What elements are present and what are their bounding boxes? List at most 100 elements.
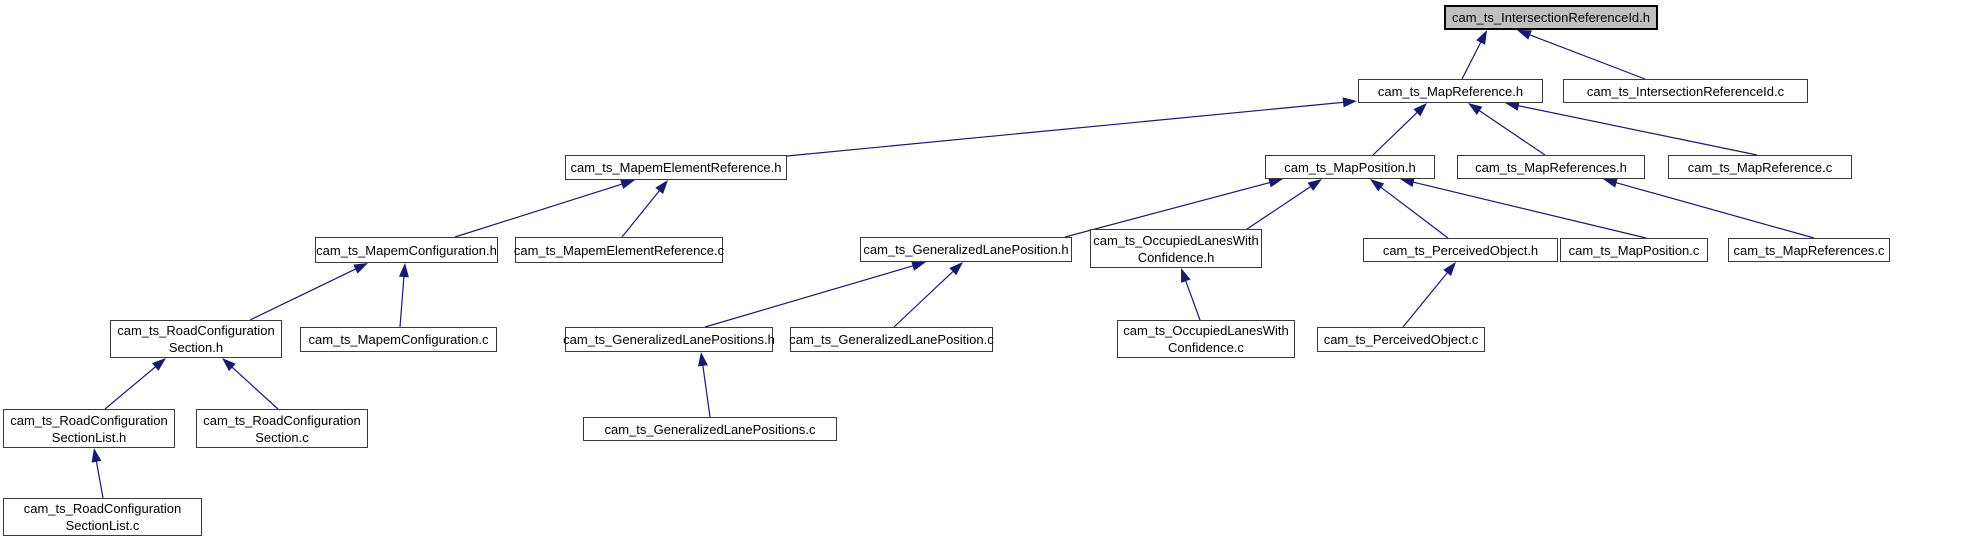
arrowhead-cam_ts_GeneralizedLanePosition_h--cam_ts_MapPosition_h [1268,177,1283,188]
edge-cam_ts_MapemElementReference_c--cam_ts_MapemElementReference_h [621,186,663,238]
node-label-line: cam_ts_RoadConfiguration [203,412,361,428]
edge-cam_ts_MapReference_h--cam_ts_IntersectionReferenceId_h [1461,37,1484,80]
node-label-line: SectionList.c [65,518,140,533]
node-label-line: cam_ts_MapemElementReference.h [570,160,782,175]
node-label-line: cam_ts_PerceivedObject.h [1382,242,1539,258]
node-label-line: cam_ts_OccupiedLanesWith [1093,232,1259,248]
edge-cam_ts_IntersectionReferenceId_c--cam_ts_IntersectionReferenceId_h [1525,32,1646,80]
node-cam_ts_MapemElementReference_c[interactable]: cam_ts_MapemElementReference.c [513,237,725,263]
arrowhead-cam_ts_MapReferences_c--cam_ts_MapReferences_h [1603,177,1618,188]
edge-cam_ts_OccupiedLanesWithConfidence_h--cam_ts_MapPosition_h [1246,183,1315,230]
arrowhead-cam_ts_MapemConfiguration_h--cam_ts_MapemElementReference_h [620,179,635,189]
arrowhead-cam_ts_RoadConfigurationSection_h--cam_ts_MapemConfiguration_h [353,263,368,274]
node-cam_ts_MapPosition_h[interactable]: cam_ts_MapPosition.h [1265,155,1435,179]
node-cam_ts_GeneralizedLanePositions_c[interactable]: cam_ts_GeneralizedLanePositions.c [583,417,837,441]
edge-cam_ts_MapReferences_h--cam_ts_MapReference_h [1475,107,1546,156]
arrowhead-cam_ts_GeneralizedLanePositions_h--cam_ts_GeneralizedLanePosition_h [911,261,926,271]
node-cam_ts_GeneralizedLanePosition_c[interactable]: cam_ts_GeneralizedLanePosition.c [789,327,994,352]
edge-cam_ts_MapemConfiguration_c--cam_ts_MapemConfiguration_h [399,271,405,328]
node-cam_ts_PerceivedObject_c[interactable]: cam_ts_PerceivedObject.c [1317,327,1485,352]
node-label-line: cam_ts_MapPosition.c [1568,242,1700,258]
arrowhead-cam_ts_OccupiedLanesWithConfidence_h--cam_ts_MapPosition_h [1307,179,1322,191]
arrowhead-cam_ts_MapPosition_c--cam_ts_MapPosition_h [1400,177,1415,188]
node-cam_ts_IntersectionReferenceId_c[interactable]: cam_ts_IntersectionReferenceId.c [1563,79,1808,103]
node-label-line: cam_ts_OccupiedLanesWith [1123,323,1289,338]
node-cam_ts_IntersectionReferenceId_h: cam_ts_IntersectionReferenceId.h [1444,5,1658,30]
arrowhead-cam_ts_MapemConfiguration_c--cam_ts_MapemConfiguration_h [398,263,409,278]
node-label-line: Confidence.c [1168,340,1244,355]
node-label-line: cam_ts_MapReferences.h [1475,159,1627,175]
node-label-line: cam_ts_PerceivedObject.c [1323,332,1479,347]
arrowhead-cam_ts_MapPosition_h--cam_ts_MapReference_h [1413,103,1427,117]
edge-cam_ts_RoadConfigurationSectionList_c--cam_ts_RoadConfigurationSectionList_h [95,456,104,499]
node-label-line: cam_ts_MapReferences.c [1733,242,1885,258]
edge-cam_ts_GeneralizedLanePositions_h--cam_ts_GeneralizedLanePosition_h [704,263,918,328]
node-label-line: cam_ts_GeneralizedLanePositions.h [563,332,775,347]
node-cam_ts_MapReference_c[interactable]: cam_ts_MapReference.c [1668,155,1852,179]
arrowhead-cam_ts_MapemElementReference_h--cam_ts_MapReference_h [1342,97,1357,108]
arrowhead-cam_ts_RoadConfigurationSectionList_h--cam_ts_RoadConfigurationSection_h [152,358,166,371]
node-label-line: cam_ts_RoadConfiguration [117,323,275,338]
node-cam_ts_MapReferences_h[interactable]: cam_ts_MapReferences.h [1457,155,1645,179]
edge-cam_ts_MapemElementReference_h--cam_ts_MapReference_h [786,101,1349,157]
node-label-line: cam_ts_MapPosition.h [1284,159,1416,175]
node-label-line: cam_ts_MapReference.h [1377,83,1524,99]
node-label-line: cam_ts_IntersectionReferenceId.h [1452,10,1650,25]
node-cam_ts_MapemElementReference_h[interactable]: cam_ts_MapemElementReference.h [565,155,787,180]
node-label-line: cam_ts_MapemConfiguration.h [316,242,497,258]
node-cam_ts_GeneralizedLanePositions_h[interactable]: cam_ts_GeneralizedLanePositions.h [563,327,775,352]
edge-cam_ts_OccupiedLanesWithConfidence_c--cam_ts_OccupiedLanesWithConfidence_h [1183,276,1201,321]
arrowhead-cam_ts_MapReferences_h--cam_ts_MapReference_h [1468,103,1483,115]
edge-cam_ts_RoadConfigurationSection_c--cam_ts_RoadConfigurationSection_h [228,363,279,410]
node-cam_ts_MapReference_h[interactable]: cam_ts_MapReference.h [1358,79,1543,103]
arrowhead-cam_ts_MapReference_h--cam_ts_IntersectionReferenceId_h [1476,30,1487,45]
node-label-line: cam_ts_MapemElementReference.c [513,242,725,258]
node-cam_ts_GeneralizedLanePosition_h[interactable]: cam_ts_GeneralizedLanePosition.h [860,237,1072,262]
edge-cam_ts_GeneralizedLanePosition_h--cam_ts_MapPosition_h [1064,180,1275,238]
edge-cam_ts_MapPosition_h--cam_ts_MapReference_h [1372,108,1421,156]
arrowhead-cam_ts_RoadConfigurationSection_c--cam_ts_RoadConfigurationSection_h [222,358,236,372]
arrowhead-cam_ts_MapReference_c--cam_ts_MapReference_h [1505,100,1520,111]
node-label-line: Section.c [255,429,309,445]
arrowhead-cam_ts_OccupiedLanesWithConfidence_c--cam_ts_OccupiedLanesWithConfidence_h [1181,268,1191,283]
node-label-line: cam_ts_MapemConfiguration.c [308,332,489,347]
arrowhead-cam_ts_PerceivedObject_h--cam_ts_MapPosition_h [1370,179,1385,192]
node-label-line: cam_ts_MapReference.c [1687,159,1833,175]
arrowhead-cam_ts_GeneralizedLanePositions_c--cam_ts_GeneralizedLanePositions_h [697,352,708,367]
node-cam_ts_MapemConfiguration_c[interactable]: cam_ts_MapemConfiguration.c [300,327,497,352]
arrowhead-cam_ts_GeneralizedLanePosition_c--cam_ts_GeneralizedLanePosition_h [949,262,963,276]
edge-cam_ts_MapemConfiguration_h--cam_ts_MapemElementReference_h [454,182,627,238]
node-label-line: cam_ts_RoadConfiguration [10,412,168,428]
node-cam_ts_MapPosition_c[interactable]: cam_ts_MapPosition.c [1560,238,1708,262]
arrowhead-cam_ts_MapemElementReference_c--cam_ts_MapemElementReference_h [655,180,668,195]
node-label-line: cam_ts_GeneralizedLanePosition.h [863,242,1069,257]
node-cam_ts_MapReferences_c[interactable]: cam_ts_MapReferences.c [1728,238,1890,262]
node-label-line: cam_ts_GeneralizedLanePositions.c [604,421,816,437]
edge-cam_ts_GeneralizedLanePositions_c--cam_ts_GeneralizedLanePositions_h [701,360,711,418]
node-cam_ts_MapemConfiguration_h[interactable]: cam_ts_MapemConfiguration.h [315,237,498,263]
edge-cam_ts_PerceivedObject_c--cam_ts_PerceivedObject_h [1402,268,1451,328]
edge-cam_ts_GeneralizedLanePosition_c--cam_ts_GeneralizedLanePosition_h [893,267,957,328]
node-label-line: SectionList.h [51,429,127,445]
node-label-line: cam_ts_IntersectionReferenceId.c [1586,83,1785,99]
edge-cam_ts_MapReference_c--cam_ts_MapReference_h [1513,104,1758,156]
arrowhead-cam_ts_PerceivedObject_c--cam_ts_PerceivedObject_h [1443,262,1456,277]
edge-cam_ts_PerceivedObject_h--cam_ts_MapPosition_h [1376,183,1449,239]
arrowhead-cam_ts_IntersectionReferenceId_c--cam_ts_IntersectionReferenceId_h [1517,30,1532,40]
node-label-line: cam_ts_GeneralizedLanePosition.c [789,332,994,347]
edge-cam_ts_RoadConfigurationSectionList_h--cam_ts_RoadConfigurationSection_h [104,363,160,410]
node-label-line: cam_ts_RoadConfiguration [23,501,182,516]
node-label-line: Confidence.h [1137,249,1215,265]
edge-cam_ts_RoadConfigurationSection_h--cam_ts_MapemConfiguration_h [249,266,361,321]
node-cam_ts_PerceivedObject_h[interactable]: cam_ts_PerceivedObject.h [1363,238,1558,262]
edge-cam_ts_MapReferences_c--cam_ts_MapReferences_h [1611,180,1815,239]
arrowhead-cam_ts_RoadConfigurationSectionList_c--cam_ts_RoadConfigurationSectionList_h [91,448,102,463]
